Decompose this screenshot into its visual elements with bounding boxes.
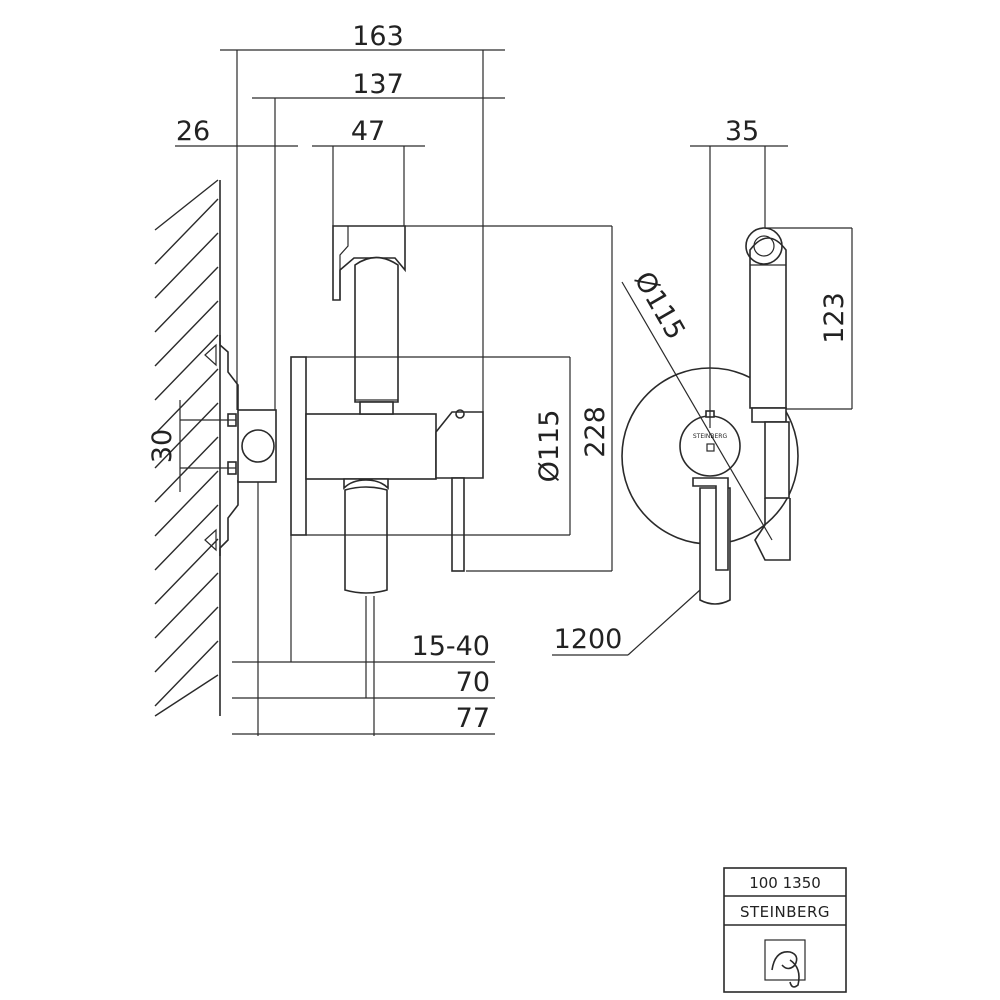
side-view-valve bbox=[237, 225, 484, 594]
dim-rosette-gap: 15-40 bbox=[412, 631, 490, 662]
dim-total-height: 228 bbox=[580, 406, 611, 458]
article-number: 100 1350 bbox=[749, 874, 821, 892]
hatch-line bbox=[154, 300, 219, 367]
dim-rosette-diameter: Ø115 bbox=[534, 410, 565, 483]
wall-hatching bbox=[154, 179, 221, 717]
brand-logo bbox=[764, 939, 806, 988]
hatch-line bbox=[154, 334, 219, 401]
hatch-line bbox=[154, 436, 219, 503]
dim-mount-spacing: 30 bbox=[147, 429, 178, 463]
dim-front-width: 35 bbox=[725, 116, 759, 147]
hatch-line bbox=[154, 606, 219, 673]
hatch-line bbox=[154, 232, 219, 299]
dimension-lines bbox=[175, 49, 853, 736]
dim-outlet-depth-b: 77 bbox=[456, 703, 490, 734]
dim-shower-height: 123 bbox=[819, 292, 850, 344]
hatch-line bbox=[154, 402, 219, 469]
dim-total-depth: 163 bbox=[352, 21, 404, 52]
brand-name: STEINBERG bbox=[740, 903, 830, 921]
hatch-line bbox=[154, 198, 219, 265]
hatch-line bbox=[154, 538, 219, 605]
front-brand-label: STEINBERG bbox=[693, 433, 728, 440]
dim-front-rosette-diameter: Ø115 bbox=[628, 266, 691, 345]
hatch-line bbox=[154, 179, 219, 231]
hatch-line bbox=[154, 640, 219, 707]
front-view-valve: STEINBERG bbox=[621, 227, 799, 605]
hatch-line bbox=[154, 572, 219, 639]
hatch-line bbox=[154, 674, 219, 717]
dim-outlet-depth-a: 70 bbox=[456, 667, 490, 698]
hatch-line bbox=[154, 266, 219, 333]
dim-hose-length: 1200 bbox=[554, 624, 623, 655]
dim-wall-offset: 26 bbox=[176, 116, 210, 147]
dim-holder-width: 47 bbox=[351, 116, 385, 147]
hatch-line bbox=[154, 504, 219, 571]
hatch-line bbox=[154, 368, 219, 435]
title-block: 100 1350 STEINBERG bbox=[723, 867, 847, 993]
hatch-line bbox=[154, 470, 219, 537]
dim-body-depth: 137 bbox=[352, 69, 404, 100]
